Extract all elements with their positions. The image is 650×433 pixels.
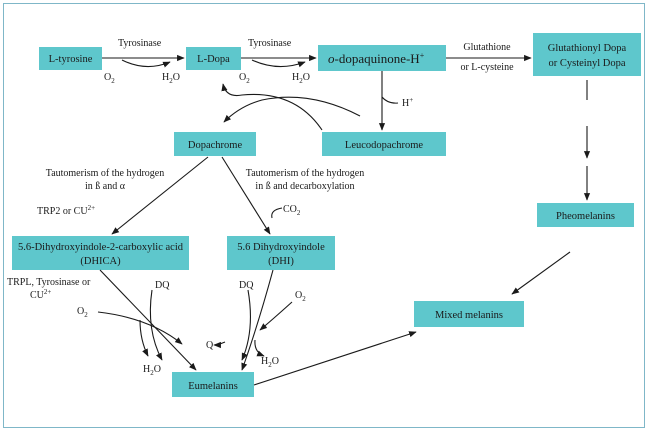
label-h-plus: H+ (402, 96, 413, 109)
edge-to-h2o-left (139, 319, 149, 357)
label-q: Q (206, 340, 214, 351)
node-dhi-line2: (DHI) (268, 256, 294, 267)
edge-dopachrome-to-dhi (221, 156, 271, 235)
node-dopaquinone: o-dopaquinone-H+ (318, 45, 446, 71)
label-tyrosinase-1: Tyrosinase (118, 38, 162, 49)
edge-o2-arrow-left (97, 311, 183, 345)
label-tyrosinase-2: Tyrosinase (248, 38, 292, 49)
node-pheomelanins: Pheomelanins (537, 203, 634, 227)
label-trp2: TRP2 or CU2+ (37, 204, 95, 217)
label-tautomerism-right-line2: in ß and decarboxylation (255, 181, 354, 192)
label-tautomerism-left-line2: in ß and α (85, 181, 126, 192)
edge-pheomelanins-to-mixed (511, 251, 571, 295)
label-o2-4: O2 (295, 290, 306, 303)
node-l-tyrosine: L-tyrosine (39, 47, 102, 70)
node-dhica-line1: 5.6-Dihydroxyindole-2-carboxylic acid (18, 242, 184, 253)
edge-o2-arrow-right (259, 301, 293, 331)
node-glutathionyl-dopa: Glutathionyl Dopa or Cysteinyl Dopa (533, 33, 641, 76)
label-h2o-4: H2O (261, 356, 279, 369)
edge-to-q (213, 341, 226, 349)
edge-eumelanins-to-mixed (253, 331, 417, 386)
node-l-dopa-label: L-Dopa (197, 54, 230, 65)
node-dopaquinone-label: o-dopaquinone-H+ (328, 51, 425, 66)
label-h2o-1: H2O (162, 72, 180, 85)
label-dq-1: DQ (155, 280, 170, 291)
node-dopachrome-label: Dopachrome (188, 140, 243, 151)
label-glutathione-line2: or L-cysteine (460, 62, 514, 73)
node-glutathionyl-line2: or Cysteinyl Dopa (549, 58, 626, 69)
label-trpl-line1: TRPL, Tyrosinase or (7, 277, 91, 288)
label-dq-2: DQ (239, 280, 254, 291)
node-glutathionyl-line1: Glutathionyl Dopa (548, 43, 627, 54)
node-dhi: 5.6 Dihydroxyindole (DHI) (227, 236, 335, 270)
node-pheomelanins-label: Pheomelanins (556, 211, 615, 222)
node-dopachrome: Dopachrome (174, 132, 256, 156)
node-mixed-melanins-label: Mixed melanins (435, 310, 503, 321)
label-h2o-3: H2O (143, 364, 161, 377)
edge-dhica-to-eumelanins (99, 269, 197, 371)
edge-to-h2o-right (254, 339, 265, 357)
edge-dopachrome-to-dhica (111, 156, 209, 235)
node-dhica: 5.6-Dihydroxyindole-2-carboxylic acid (D… (12, 236, 189, 270)
edge-cycle-to-dopachrome (223, 96, 361, 123)
node-eumelanins: Eumelanins (172, 372, 254, 397)
node-mixed-melanins: Mixed melanins (414, 301, 524, 327)
label-glutathione-line1: Glutathione (463, 42, 511, 53)
node-l-dopa: L-Dopa (186, 47, 241, 70)
node-leucodopachrome: Leucodopachrome (322, 132, 446, 156)
edge-dq-curve-right (241, 289, 251, 361)
edge-o2-to-h2o-2 (251, 59, 306, 68)
edge-h-plus-release (381, 96, 399, 104)
edge-co2-release (271, 207, 283, 219)
node-dhica-line2: (DHICA) (80, 256, 121, 267)
edge-dq-curve-left (149, 289, 163, 361)
node-eumelanins-label: Eumelanins (188, 381, 238, 392)
label-o2-3: O2 (77, 306, 88, 319)
label-h2o-2: H2O (292, 72, 310, 85)
label-co2: CO2 (283, 204, 301, 217)
label-o2-2: O2 (239, 72, 250, 85)
label-tautomerism-left-line1: Tautomerism of the hydrogen (46, 168, 164, 179)
label-o2-1: O2 (104, 72, 115, 85)
node-dhi-line1: 5.6 Dihydroxyindole (237, 242, 325, 253)
edge-cycle-to-l-dopa (221, 83, 323, 131)
node-leucodopachrome-label: Leucodopachrome (345, 140, 423, 151)
node-l-tyrosine-label: L-tyrosine (49, 54, 93, 65)
label-tautomerism-right-line1: Tautomerism of the hydrogen (246, 168, 364, 179)
edge-o2-to-h2o-1 (121, 59, 171, 68)
label-trpl-line2: CU2+ (30, 288, 51, 301)
